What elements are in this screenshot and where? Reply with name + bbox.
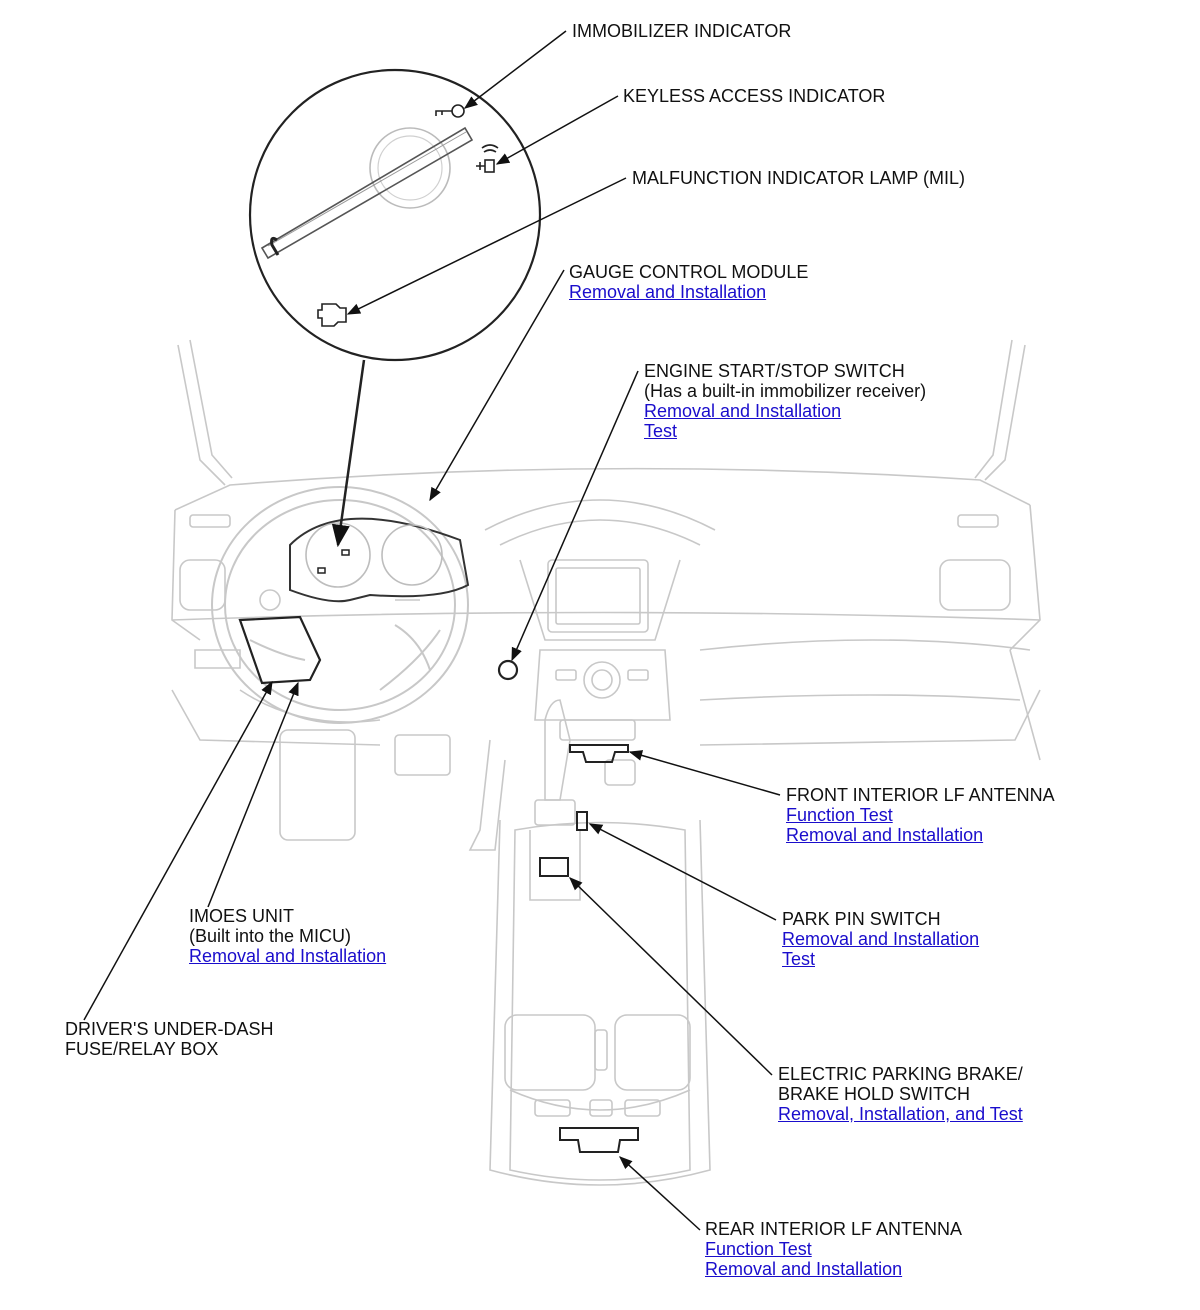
epb-switch-shape [539,857,569,877]
interior-outline [171,339,1041,1186]
immobilizer-key-icon [435,104,465,118]
front-antenna-function-test-link[interactable]: Function Test [786,805,893,825]
imoes-title: IMOES UNIT [189,906,295,926]
imoes-subtitle: (Built into the MICU) [189,926,352,946]
epb-subtitle: BRAKE HOLD SWITCH [778,1084,971,1104]
front-antenna-callout: FRONT INTERIOR LF ANTENNA Function Test … [786,785,1055,845]
engine-switch-title: ENGINE START/STOP SWITCH [644,361,905,381]
keyless-title: KEYLESS ACCESS INDICATOR [623,86,886,106]
gauge-callout: GAUGE CONTROL MODULE Removal and Install… [569,262,808,302]
mil-callout: MALFUNCTION INDICATOR LAMP (MIL) [632,168,965,188]
engine-switch-callout: ENGINE START/STOP SWITCH (Has a built-in… [644,361,926,441]
park-pin-test-link[interactable]: Test [782,949,816,969]
park-pin-title: PARK PIN SWITCH [782,909,941,929]
gauge-title: GAUGE CONTROL MODULE [569,262,809,282]
fuse-box-subtitle: FUSE/RELAY BOX [65,1039,219,1059]
gauge-removal-link[interactable]: Removal and Installation [569,282,767,302]
leader-lines [83,30,781,1231]
mil-title: MALFUNCTION INDICATOR LAMP (MIL) [632,168,966,188]
park-pin-removal-link[interactable]: Removal and Installation [782,929,980,949]
keyless-callout: KEYLESS ACCESS INDICATOR [623,86,885,106]
rear-antenna-removal-link[interactable]: Removal and Installation [705,1259,903,1279]
immobilizer-title: IMMOBILIZER INDICATOR [572,21,792,41]
engine-switch-test-link[interactable]: Test [644,421,678,441]
front-antenna-shape [569,744,629,763]
imoes-removal-link[interactable]: Removal and Installation [189,946,387,966]
engine-switch-removal-link[interactable]: Removal and Installation [644,401,842,421]
steering-wheel [211,486,469,724]
rear-antenna-function-test-link[interactable]: Function Test [705,1239,812,1259]
gauge-cluster [289,517,470,603]
rear-antenna-title: REAR INTERIOR LF ANTENNA [705,1219,963,1239]
park-pin-callout: PARK PIN SWITCH Removal and Installation… [782,909,979,969]
fuse-box-title: DRIVER'S UNDER-DASH [65,1019,274,1039]
rear-antenna-shape [559,1127,639,1153]
engine-start-switch-shape [497,659,519,681]
epb-removal-test-link[interactable]: Removal, Installation, and Test [778,1104,1023,1124]
imoes-callout: IMOES UNIT (Built into the MICU) Removal… [189,906,386,966]
inset-magnifier [248,68,542,362]
fuse-box-callout: DRIVER'S UNDER-DASH FUSE/RELAY BOX [65,1019,273,1059]
engine-switch-subtitle: (Has a built-in immobilizer receiver) [644,381,927,401]
rear-antenna-callout: REAR INTERIOR LF ANTENNA Function Test R… [705,1219,962,1279]
immobilizer-callout: IMMOBILIZER INDICATOR [572,21,791,41]
fuse-box-shape [238,615,322,685]
epb-callout: ELECTRIC PARKING BRAKE/ BRAKE HOLD SWITC… [778,1064,1023,1124]
mil-engine-icon [317,303,347,327]
inset-connector-line [331,359,366,548]
keyless-access-icon [476,144,499,173]
front-antenna-title: FRONT INTERIOR LF ANTENNA [786,785,1055,805]
epb-title: ELECTRIC PARKING BRAKE/ [778,1064,1023,1084]
front-antenna-removal-link[interactable]: Removal and Installation [786,825,984,845]
park-pin-switch-shape [576,811,588,831]
